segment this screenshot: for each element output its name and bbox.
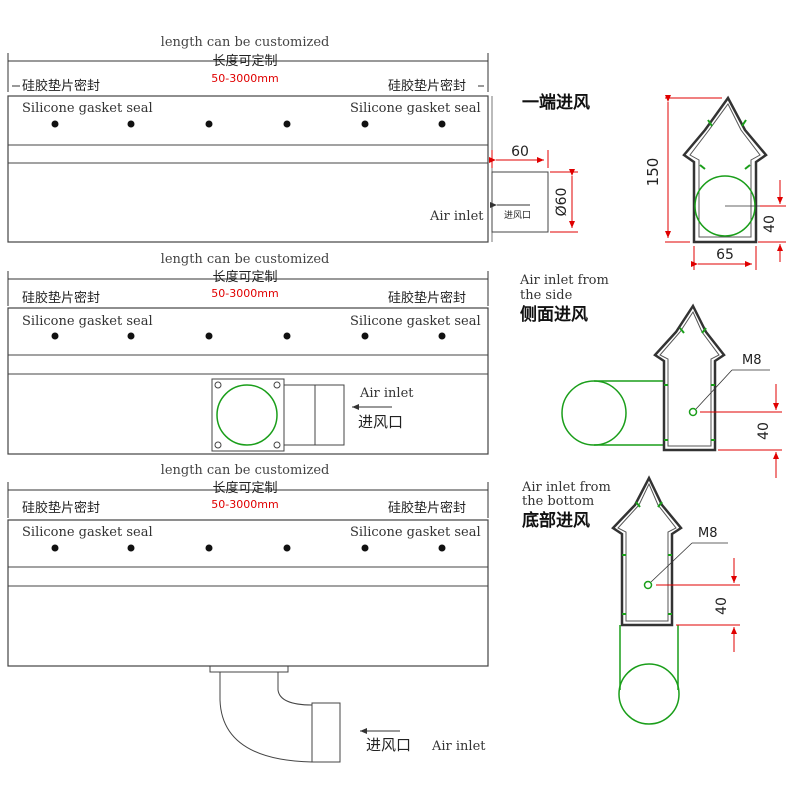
length-note-cn: 长度可定制 — [212, 53, 277, 69]
air-inlet-label-en: Air inlet — [431, 739, 486, 754]
width-dimension: 65 — [716, 247, 734, 263]
length-note-en: length can be customized — [161, 35, 330, 50]
thread-label: M8 — [698, 526, 718, 541]
section-title-en-line1: Air inlet from — [521, 480, 611, 495]
seal-label-cn-right: 硅胶垫片密封 — [388, 78, 466, 94]
air-inlet-label-cn: 进风口 — [366, 736, 411, 754]
section-title-cn: 底部进风 — [522, 510, 590, 531]
seal-label-en-left: Silicone gasket seal — [22, 314, 153, 329]
seal-label-en-right: Silicone gasket seal — [350, 101, 481, 116]
inlet-pipe — [491, 171, 549, 233]
mounting-holes — [51, 332, 446, 340]
air-inlet-label-cn: 进风口 — [504, 210, 531, 221]
profile-outline — [611, 475, 683, 627]
seal-label-en-right: Silicone gasket seal — [350, 314, 481, 329]
seal-label-en-left: Silicone gasket seal — [22, 525, 153, 540]
duct-body — [7, 307, 489, 455]
panel-end-inlet: length can be customized 长度可定制 50-3000mm… — [7, 35, 578, 243]
offset-dimension: 40 — [762, 215, 778, 233]
section-bottom-inlet: Air inlet from the bottom 底部进风 M8 40 — [521, 475, 740, 725]
length-note-en: length can be customized — [161, 463, 330, 478]
offset-dimension: 40 — [756, 422, 772, 440]
air-inlet-label-en: Air inlet — [429, 209, 484, 224]
length-range: 50-3000mm — [211, 72, 278, 85]
section-side-inlet: Air inlet from the side 侧面进风 M8 40 — [519, 273, 782, 478]
air-inlet-label-en: Air inlet — [359, 386, 414, 401]
thread-label: M8 — [742, 353, 762, 368]
mounting-holes — [51, 544, 446, 552]
height-dimension: 150 — [644, 158, 662, 187]
profile-outline — [682, 95, 768, 244]
air-inlet-label-cn: 进风口 — [358, 413, 403, 431]
profile-outline — [653, 303, 726, 452]
seal-label-en-right: Silicone gasket seal — [350, 525, 481, 540]
panel-side-inlet: length can be customized 长度可定制 50-3000mm… — [7, 252, 489, 455]
section-title-cn: 一端进风 — [522, 92, 590, 113]
seal-label-cn-right: 硅胶垫片密封 — [388, 500, 466, 516]
seal-label-cn-left: 硅胶垫片密封 — [22, 78, 100, 94]
offset-dimension: 40 — [714, 597, 730, 615]
pipe-width-dimension: 60 — [511, 144, 529, 160]
length-note-cn: 长度可定制 — [212, 269, 277, 285]
seal-label-en-left: Silicone gasket seal — [22, 101, 153, 116]
seal-label-cn-left: 硅胶垫片密封 — [22, 290, 100, 306]
length-range: 50-3000mm — [211, 498, 278, 511]
bottom-elbow-pipe — [209, 665, 341, 763]
section-title-en-line2: the side — [520, 288, 573, 303]
length-note-en: length can be customized — [161, 252, 330, 267]
section-title-en-line2: the bottom — [522, 494, 594, 509]
side-inlet-flange — [211, 378, 345, 452]
seal-label-cn-left: 硅胶垫片密封 — [22, 500, 100, 516]
duct-body — [7, 95, 489, 243]
section-title-cn: 侧面进风 — [520, 304, 588, 325]
pipe-diameter-dimension: Ø60 — [554, 188, 570, 217]
length-range: 50-3000mm — [211, 287, 278, 300]
seal-label-cn-right: 硅胶垫片密封 — [388, 290, 466, 306]
mounting-holes — [51, 120, 446, 128]
length-note-cn: 长度可定制 — [212, 480, 277, 496]
section-title-en-line1: Air inlet from — [519, 273, 609, 288]
duct-body — [7, 519, 489, 667]
inlet-circle — [561, 380, 627, 446]
inlet-circle — [618, 663, 680, 725]
panel-bottom-inlet: length can be customized 长度可定制 50-3000mm… — [7, 463, 489, 763]
section-end-inlet: 一端进风 150 40 65 — [522, 92, 786, 270]
